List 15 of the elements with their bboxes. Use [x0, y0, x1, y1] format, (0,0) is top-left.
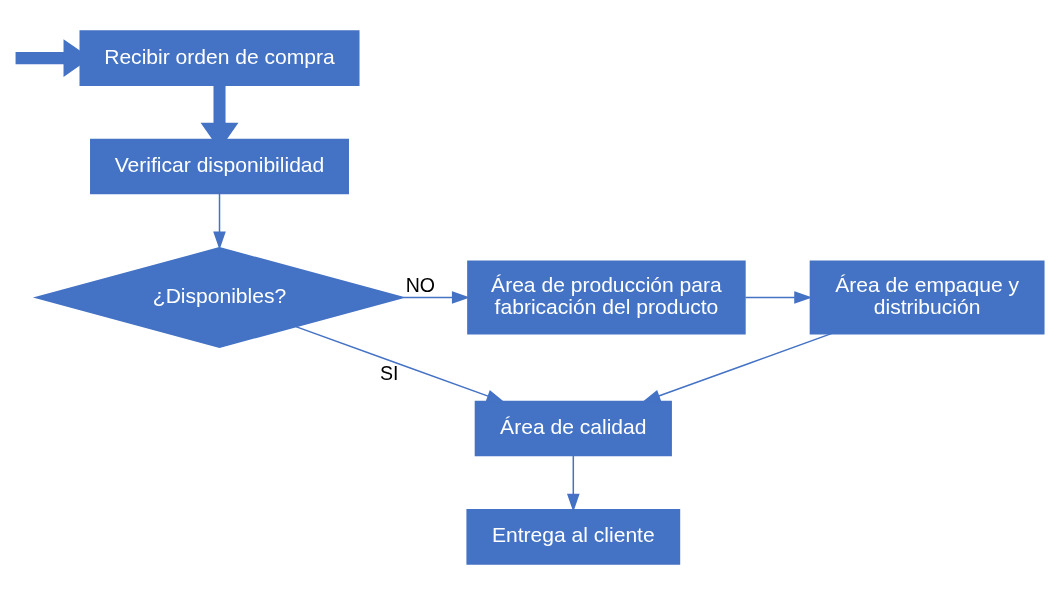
arrow [642, 332, 833, 402]
arrow [744, 290, 813, 304]
node-diamond: ¿Disponibles? [32, 246, 407, 348]
arrow [566, 454, 580, 512]
node-box: Área de calidad [474, 400, 672, 456]
node-box: Verificar disponibilidad [90, 138, 349, 194]
arrow [295, 325, 505, 402]
arrow [213, 192, 226, 250]
edge-label: NO [405, 273, 436, 296]
node-box: Área de empaque y distribución [809, 260, 1045, 334]
node-box: Recibir orden de compra [79, 29, 360, 86]
arrow [402, 290, 470, 304]
node-box: Área de producción para fabricación del producto [467, 260, 746, 334]
node-box: Entrega al cliente [466, 508, 681, 565]
edge-label: SI [380, 361, 399, 384]
